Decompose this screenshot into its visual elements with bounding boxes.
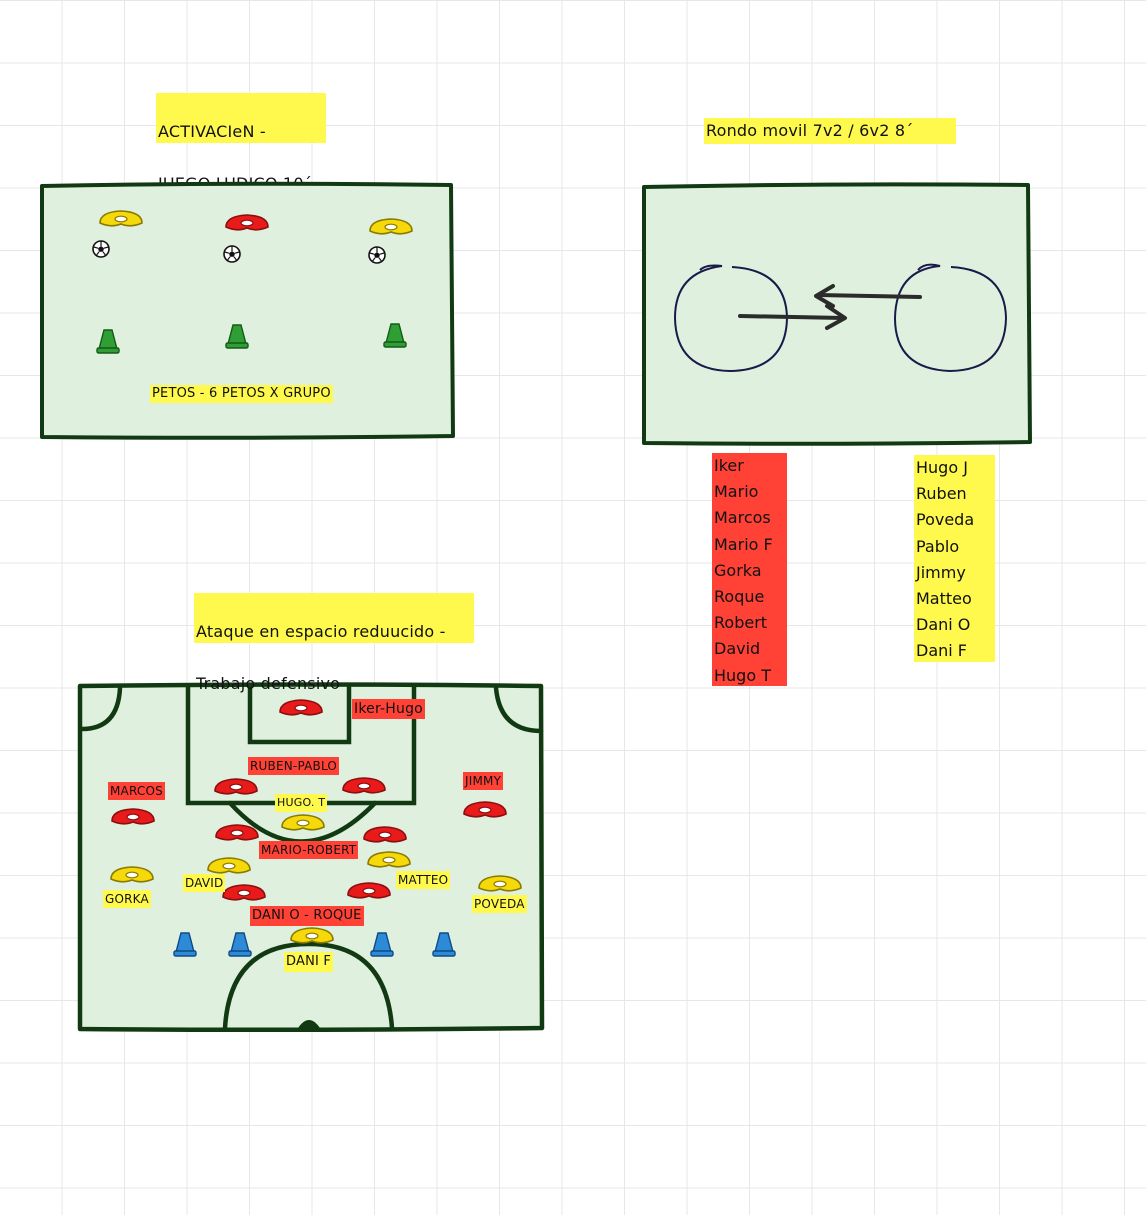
team-yellow-list: Hugo J Ruben Poveda Pablo Jimmy Matteo D… (914, 455, 995, 662)
team-red-player: Gorka (714, 560, 762, 580)
label-jimmy: JIMMY (463, 772, 504, 790)
rondo-circle-left (673, 264, 789, 373)
label-dani-f: DANI F (284, 952, 334, 972)
team-yellow-player: Matteo (916, 589, 972, 609)
activity1-title-line1: ACTIVACIeN - (158, 122, 266, 141)
rondo-circle-right (893, 263, 1008, 373)
team-yellow-player: Hugo J (916, 458, 968, 477)
activity3-title: Ataque en espacio reduucido - Trabajo de… (194, 593, 474, 693)
team-yellow-player: Dani O (916, 615, 971, 635)
team-yellow-player: Ruben (916, 484, 967, 504)
label-poveda: POVEDA (472, 895, 527, 913)
label-gorka: GORKA (103, 890, 151, 908)
team-yellow-player: Dani F (916, 641, 967, 661)
field-activity1 (40, 181, 455, 440)
team-red-player: Hugo T (714, 665, 771, 685)
label-dani-o-roque: DANI O - ROQUE (250, 906, 364, 926)
team-yellow-player: Pablo (916, 536, 960, 556)
team-red-list: Iker Mario Marcos Mario F Gorka Roque Ro… (712, 453, 787, 686)
label-hugo-t: HUGO. T (275, 794, 328, 812)
field-activity2 (642, 182, 1032, 446)
team-red-player: Marcos (714, 508, 771, 528)
arrow-right-icon (738, 304, 847, 330)
activity1-label: PETOS - 6 PETOS X GRUPO (150, 385, 333, 403)
team-yellow-player: Jimmy (916, 562, 966, 582)
label-ruben-pablo: RUBEN-PABLO (248, 757, 340, 775)
team-red-player: David (714, 639, 761, 659)
activity2-title: Rondo movil 7v2 / 6v2 8´ (704, 118, 956, 144)
team-yellow-player: Poveda (916, 510, 975, 530)
label-marcos: MARCOS (108, 782, 165, 800)
team-red-player: Robert (714, 613, 768, 633)
activity3-title-line1: Ataque en espacio reduucido - (196, 622, 446, 641)
label-matteo: MATTEO (396, 871, 451, 889)
label-mario-robert: MARIO-ROBERT (259, 841, 359, 859)
arrow-left-icon (814, 284, 922, 308)
team-red-player: Iker (714, 456, 744, 475)
team-red-player: Mario (714, 482, 759, 502)
activity3-title-line2: Trabajo defensivo (196, 674, 341, 693)
label-iker-hugo: Iker-Hugo (352, 699, 425, 719)
team-red-player: Mario F (714, 534, 773, 554)
label-david: DAVID (183, 874, 226, 892)
team-red-player: Roque (714, 587, 765, 607)
